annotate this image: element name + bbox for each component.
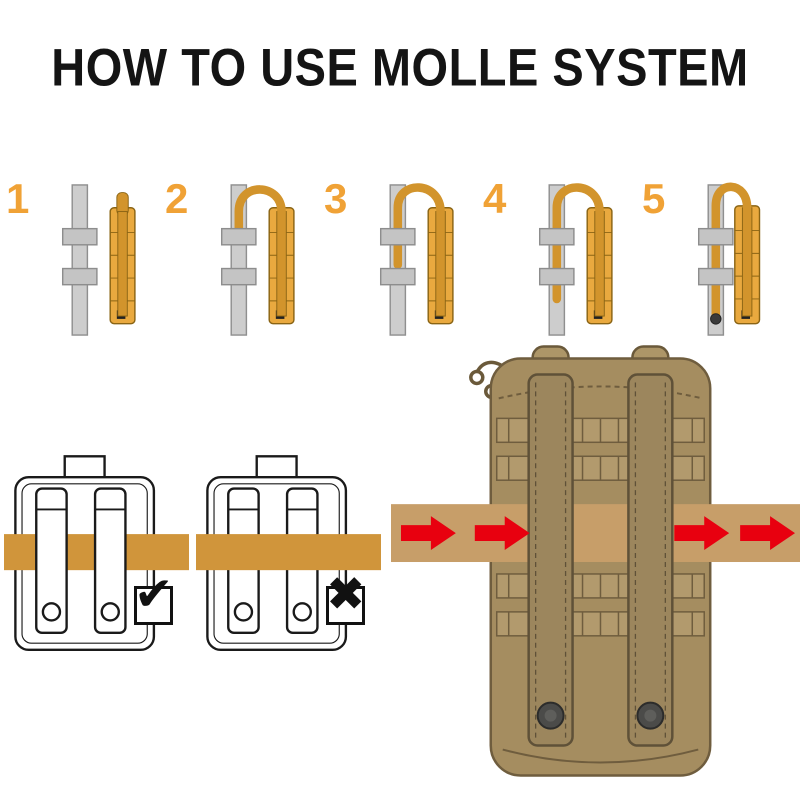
platform-cross-bars bbox=[379, 227, 416, 286]
molle-pouch-back-illustration bbox=[391, 345, 800, 777]
molle-band bbox=[196, 534, 381, 571]
checkmark-box: ✔ bbox=[134, 571, 173, 625]
step-5-number: 5 bbox=[642, 175, 666, 222]
correct-attachment-illustration bbox=[4, 455, 189, 652]
attachment-comparison: ✔ ✖ bbox=[0, 452, 400, 702]
step-5: 5 bbox=[642, 172, 794, 357]
pouch-top-tab bbox=[255, 455, 298, 481]
incorrect-example: ✖ bbox=[196, 452, 392, 702]
weave-direction-arrows bbox=[400, 516, 796, 551]
snap-button bbox=[41, 602, 62, 622]
pouch-photo-panel bbox=[391, 344, 800, 786]
platform-cross-bars bbox=[61, 227, 98, 286]
step-3-number: 3 bbox=[324, 175, 348, 222]
step-3: 3 bbox=[324, 172, 476, 357]
snap-button bbox=[100, 602, 120, 622]
step-2-number: 2 bbox=[165, 175, 189, 222]
pouch-top-tab bbox=[63, 455, 106, 481]
pouch-straps bbox=[35, 487, 127, 634]
step-1-illustration bbox=[61, 184, 136, 336]
arrow-right-icon bbox=[674, 516, 730, 551]
woven-strap bbox=[711, 182, 752, 323]
step-4-illustration bbox=[538, 183, 613, 336]
snap-button bbox=[292, 602, 312, 622]
checkmark-icon: ✔ bbox=[134, 567, 174, 622]
step-4: 4 bbox=[483, 172, 635, 357]
arrow-right-icon bbox=[474, 516, 530, 551]
steps-row: 1 2 bbox=[0, 172, 800, 357]
platform-cross-bars bbox=[538, 227, 575, 286]
step-1-number: 1 bbox=[6, 175, 30, 222]
woven-strap bbox=[393, 183, 445, 270]
platform-cross-bars bbox=[697, 227, 734, 286]
row-stitching bbox=[507, 418, 694, 636]
step-4-number: 4 bbox=[483, 175, 507, 222]
step-2-illustration bbox=[220, 184, 295, 336]
snap-button bbox=[710, 313, 722, 325]
platform-strap bbox=[71, 184, 89, 336]
woven-strap bbox=[234, 185, 286, 239]
molle-band bbox=[391, 504, 800, 563]
cross-box: ✖ bbox=[326, 571, 365, 625]
correct-example: ✔ bbox=[4, 452, 200, 702]
cross-icon: ✖ bbox=[326, 567, 366, 622]
incorrect-attachment-illustration bbox=[196, 455, 381, 652]
step-3-illustration bbox=[379, 183, 454, 336]
arrow-right-icon bbox=[400, 516, 456, 551]
pouch-straps bbox=[527, 373, 674, 747]
snap-buttons bbox=[536, 701, 665, 730]
arrow-right-icon bbox=[740, 516, 796, 551]
step-1: 1 bbox=[6, 172, 158, 357]
step-2: 2 bbox=[165, 172, 317, 357]
snap-button bbox=[233, 602, 254, 622]
woven-strap bbox=[552, 183, 604, 304]
page-title: HOW TO USE MOLLE SYSTEM bbox=[51, 37, 749, 97]
step-5-illustration bbox=[697, 182, 761, 336]
platform-cross-bars bbox=[220, 227, 257, 286]
top-seam bbox=[498, 385, 703, 400]
bottom-seam bbox=[502, 748, 699, 764]
